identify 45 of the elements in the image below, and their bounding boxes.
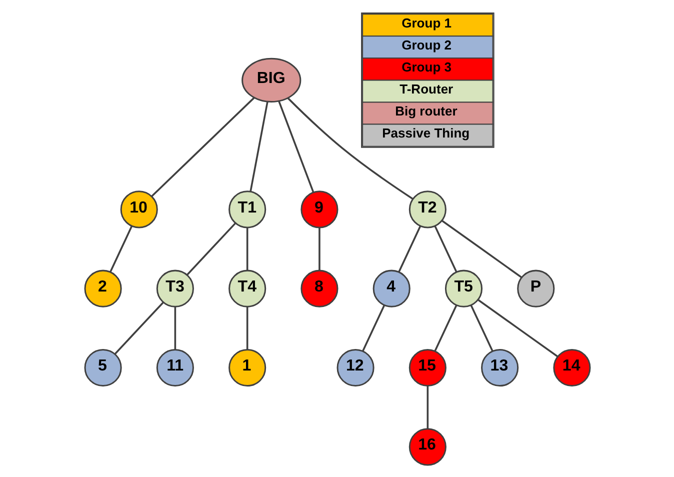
connector	[441, 220, 522, 278]
legend-label: Group 2	[401, 38, 452, 53]
connector	[246, 306, 248, 350]
node-circle: 15	[408, 348, 446, 387]
connector	[186, 222, 236, 276]
node-circle: 10	[120, 190, 158, 228]
node-circle: 12	[336, 348, 374, 387]
node-circle: 16	[408, 428, 446, 466]
legend-label: T-Router	[399, 82, 453, 97]
node-circle: 1	[228, 348, 266, 387]
node-circle: 9	[300, 190, 338, 228]
node-circle: 14	[552, 348, 590, 387]
node-circle: 13	[480, 348, 518, 387]
node-circle: 4	[372, 270, 410, 308]
legend-label: Group 1	[401, 15, 452, 30]
connector	[398, 226, 421, 272]
node-circle: 5	[84, 348, 122, 387]
connector	[114, 302, 164, 355]
connector	[150, 97, 254, 198]
connector	[434, 226, 457, 272]
node-circle: 8	[300, 270, 338, 308]
node-circle: 11	[156, 348, 194, 387]
connector	[434, 304, 457, 352]
legend-label: Passive Thing	[382, 126, 470, 141]
connector	[246, 228, 248, 271]
connector	[477, 299, 558, 358]
node-circle: T2	[408, 190, 446, 228]
connector	[278, 100, 314, 193]
connector	[362, 304, 385, 352]
node-circle: P	[516, 270, 554, 308]
node-circle: T1	[228, 190, 266, 228]
connector	[109, 226, 132, 272]
node-ellipse: BIG	[241, 58, 301, 102]
connector	[426, 386, 428, 429]
node-circle: 2	[84, 270, 122, 308]
connector	[174, 306, 176, 350]
node-circle: T3	[156, 270, 194, 308]
legend-label: Big router	[394, 104, 457, 119]
node-circle: T4	[228, 270, 266, 308]
connector	[286, 98, 413, 200]
connector	[318, 228, 320, 271]
legend-label: Group 3	[401, 60, 452, 75]
connector	[249, 101, 268, 192]
connector	[470, 304, 493, 352]
node-circle: T5	[444, 270, 482, 308]
